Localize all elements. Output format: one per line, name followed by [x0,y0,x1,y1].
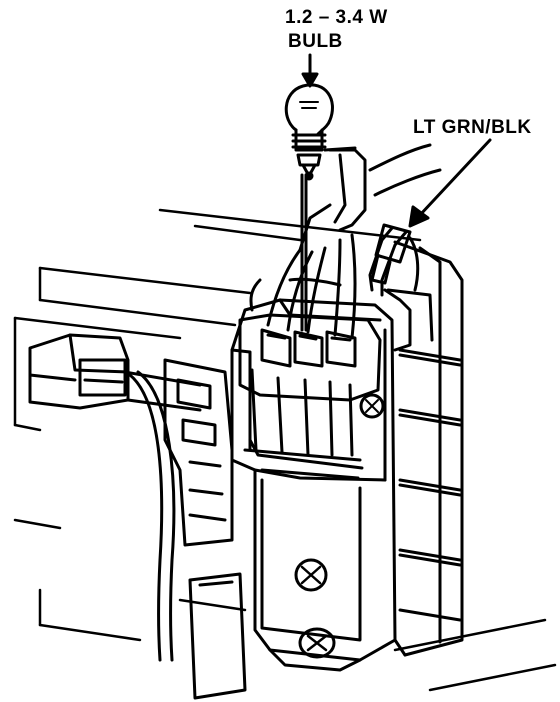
lower-bracket [188,572,247,700]
wire-arrow-icon [408,138,492,228]
mounting-bracket [163,358,234,547]
panel-background [13,208,557,692]
screw-icon [359,393,385,419]
heat-sink [383,240,464,657]
screw-icon [298,627,336,659]
module-body [230,298,397,662]
left-cable [128,370,176,662]
screw-icon [294,558,328,592]
bulb-label: BULB [288,31,343,52]
bulb-lead [300,146,357,332]
wire-harness [249,203,357,340]
wire-clip [328,143,442,232]
left-connector [28,333,202,412]
bulb-icon [284,83,334,181]
mounting-tab [268,638,407,672]
bulb-arrow-icon [301,53,319,88]
module-connector [238,313,382,470]
wire-color-label: LT GRN/BLK [413,117,532,138]
signal-wire [368,223,420,297]
bulb-rating-label: 1.2 – 3.4 W [285,7,388,28]
